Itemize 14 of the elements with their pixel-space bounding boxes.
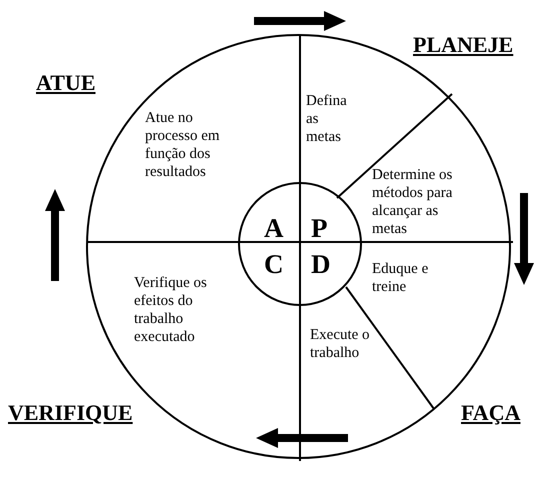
phase-letter: C (264, 251, 284, 278)
sector-text: Determine os métodos para alcançar as metas (372, 166, 476, 238)
sector-text: Execute o trabalho (310, 326, 406, 362)
phase-letter: P (311, 215, 328, 242)
phase-letter: A (264, 215, 284, 242)
phase-heading: VERIFIQUE (8, 399, 133, 427)
sector-text: Verifique os efeitos do trabalho executado (134, 274, 234, 346)
phase-heading: PLANEJE (413, 31, 514, 59)
phase-letter: D (311, 251, 330, 278)
phase-heading: FAÇA (461, 399, 520, 427)
sector-text: Eduque e treine (372, 260, 452, 296)
phase-heading: ATUE (36, 69, 96, 97)
sector-text: Defina as metas (306, 92, 352, 146)
sector-text: Atue no processo em função dos resultados (145, 109, 243, 181)
